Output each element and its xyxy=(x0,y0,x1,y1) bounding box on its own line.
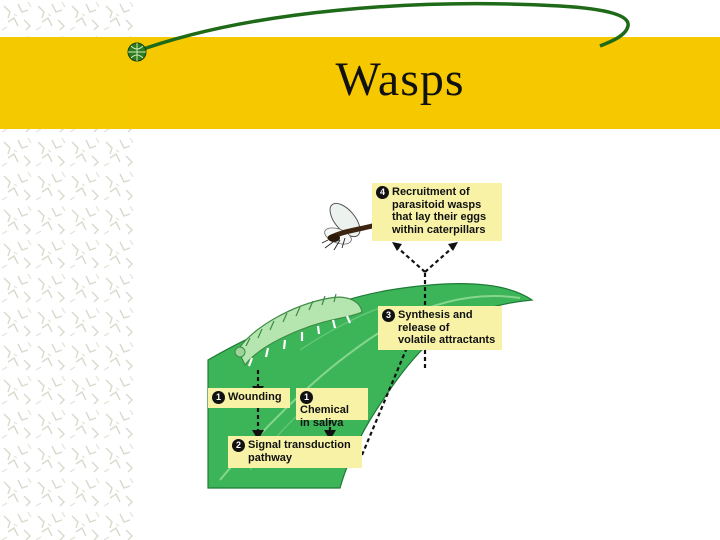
label-line: pathway xyxy=(248,452,292,464)
step-number-badge: 1 xyxy=(212,391,225,404)
label-line: volatile attractants xyxy=(398,334,495,346)
step-number-badge: 3 xyxy=(382,309,395,322)
label-signal-transduction: 2 Signal transduction pathway xyxy=(228,436,362,468)
step-number-badge: 4 xyxy=(376,186,389,199)
label-wounding: 1 Wounding xyxy=(208,388,290,408)
label-line: Chemical xyxy=(300,404,349,416)
label-line: Recruitment of xyxy=(392,186,470,198)
label-line: in saliva xyxy=(300,417,343,429)
label-line: Signal transduction xyxy=(248,439,351,451)
label-line: that lay their eggs xyxy=(392,211,486,223)
step-number-badge: 2 xyxy=(232,439,245,452)
label-chemical: 1 Chemical in saliva xyxy=(296,388,368,420)
step-number-badge: 1 xyxy=(300,391,313,404)
label-synthesis: 3 Synthesis and release of volatile attr… xyxy=(378,306,502,350)
label-line: release of xyxy=(398,322,449,334)
label-line: within caterpillars xyxy=(392,224,486,236)
label-line: parasitoid wasps xyxy=(392,199,481,211)
label-line: Synthesis and xyxy=(398,309,473,321)
label-line: Wounding xyxy=(228,391,282,403)
label-recruitment: 4 Recruitment of parasitoid wasps that l… xyxy=(372,183,502,241)
